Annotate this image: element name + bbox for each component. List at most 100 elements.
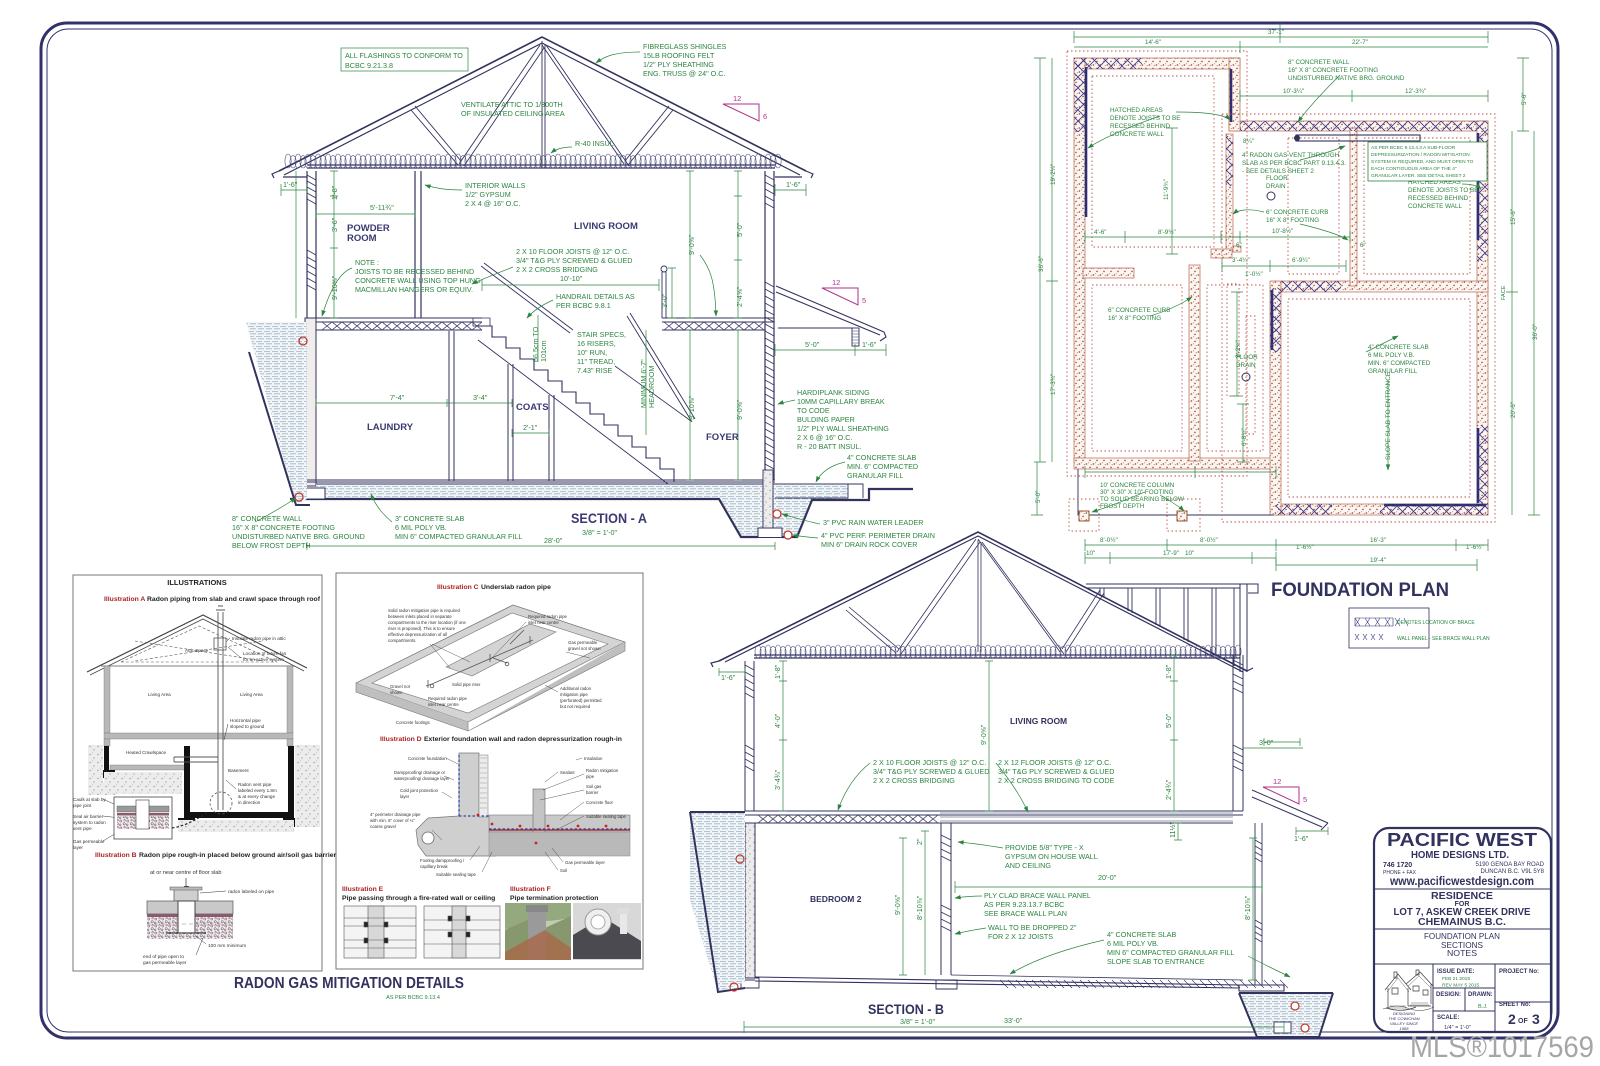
svg-text:inlet near centre: inlet near centre <box>428 702 459 707</box>
svg-text:28'-0": 28'-0" <box>544 536 563 545</box>
svg-text:barrier: barrier <box>586 790 599 795</box>
svg-text:SEE BRACE WALL PLAN: SEE BRACE WALL PLAN <box>984 909 1067 918</box>
svg-text:at or near centre of floor sla: at or near centre of floor slab <box>150 870 222 876</box>
svg-text:waterproofing/ drainage layer: waterproofing/ drainage layer <box>394 776 450 781</box>
svg-text:2 X 12 FLOOR JOISTS @ 12" O.C.: 2 X 12 FLOOR JOISTS @ 12" O.C. <box>998 758 1111 767</box>
svg-text:3'-2¾": 3'-2¾" <box>1235 340 1242 358</box>
svg-text:Gas permeable: Gas permeable <box>568 640 598 645</box>
svg-text:SLOPE SLAB TO ENTRANCE: SLOPE SLAB TO ENTRANCE <box>1107 957 1205 966</box>
svg-text:15LB ROOFING FELT: 15LB ROOFING FELT <box>643 51 715 60</box>
svg-text:FOUNDATION PLAN: FOUNDATION PLAN <box>1271 580 1449 601</box>
svg-text:746 1720: 746 1720 <box>1383 862 1412 869</box>
svg-text:30" X 30" X 10" FOOTING: 30" X 30" X 10" FOOTING <box>1100 489 1174 496</box>
svg-text:100 mm minimum: 100 mm minimum <box>208 943 246 949</box>
svg-text:Sealant: Sealant <box>560 770 575 775</box>
svg-text:12: 12 <box>733 94 741 103</box>
svg-text:5'-0": 5'-0" <box>735 222 744 237</box>
svg-text:GRANULAR FILL: GRANULAR FILL <box>1368 368 1418 375</box>
svg-text:COATS: COATS <box>516 402 549 413</box>
svg-text:(perforated) permitted: (perforated) permitted <box>560 698 602 703</box>
svg-text:3'-4¼": 3'-4¼" <box>1232 257 1250 264</box>
svg-text:compartments to the riser loca: compartments to the riser location (if o… <box>388 620 466 625</box>
svg-text:8'-0½": 8'-0½" <box>1100 536 1118 544</box>
svg-text:16" X 8" CONCRETE FOOTING: 16" X 8" CONCRETE FOOTING <box>1288 67 1378 74</box>
svg-text:Basement: Basement <box>228 768 249 773</box>
svg-text:5'-0": 5'-0" <box>805 340 820 349</box>
svg-text:TO CODE: TO CODE <box>797 406 830 415</box>
svg-text:SLOPE SLAB TO ENTRANCE: SLOPE SLAB TO ENTRANCE <box>1385 371 1392 460</box>
svg-text:with min. 6" cover of ¼": with min. 6" cover of ¼" <box>370 818 415 823</box>
svg-text:gas permeable layer: gas permeable layer <box>143 960 187 966</box>
svg-text:3/4" T&G PLY SCREWED & GLUED: 3/4" T&G PLY SCREWED & GLUED <box>516 256 632 265</box>
svg-text:2": 2" <box>915 838 924 845</box>
svg-text:6": 6" <box>1360 242 1366 249</box>
svg-text:2'-4¾": 2'-4¾" <box>1164 779 1173 800</box>
svg-text:4" CONCRETE SLAB: 4" CONCRETE SLAB <box>1107 930 1176 939</box>
svg-text:OF INSULATED CEILING AREA: OF INSULATED CEILING AREA <box>461 109 565 118</box>
svg-text:RECESSED BEHIND: RECESSED BEHIND <box>1408 195 1469 202</box>
svg-text:MIN. 6" COMPACTED: MIN. 6" COMPACTED <box>847 462 918 471</box>
svg-text:DRAIN: DRAIN <box>1266 183 1286 190</box>
svg-text:INTERIOR WALLS: INTERIOR WALLS <box>465 181 526 190</box>
svg-text:5: 5 <box>862 296 866 305</box>
svg-text:1'-6": 1'-6" <box>786 180 801 189</box>
svg-text:PER BCBC 9.8.1: PER BCBC 9.8.1 <box>556 301 611 310</box>
svg-text:4'-6": 4'-6" <box>1094 229 1107 236</box>
svg-text:9'-0⅝": 9'-0⅝" <box>687 234 696 255</box>
svg-text:10'-3¼": 10'-3¼" <box>1283 88 1304 95</box>
svg-text:22'-7": 22'-7" <box>1352 39 1368 46</box>
svg-text:1'-6": 1'-6" <box>283 180 298 189</box>
svg-text:www.pacificwestdesign.com: www.pacificwestdesign.com <box>1389 874 1534 888</box>
svg-text:11½": 11½" <box>1168 822 1177 838</box>
svg-text:Gas permeable layer: Gas permeable layer <box>565 860 605 865</box>
svg-text:labeled every 1.8m: labeled every 1.8m <box>238 788 277 793</box>
svg-text:DENOTE JOISTS TO BE: DENOTE JOISTS TO BE <box>1110 115 1180 122</box>
svg-text:FOUNDATION PLAN: FOUNDATION PLAN <box>1424 931 1500 941</box>
svg-text:RADON GAS MITIGATION DETAILS: RADON GAS MITIGATION DETAILS <box>234 975 464 992</box>
svg-text:Additional radon: Additional radon <box>560 686 592 691</box>
svg-text:VALLEY SINCE: VALLEY SINCE <box>1390 1021 1418 1026</box>
svg-text:Underslab radon pipe: Underslab radon pipe <box>481 584 551 591</box>
svg-text:MLS®1017569: MLS®1017569 <box>1410 1031 1594 1064</box>
svg-text:1'-6": 1'-6" <box>1294 834 1309 843</box>
svg-text:15'-6": 15'-6" <box>1510 209 1517 225</box>
svg-text:4" RADON GAS VENT THROUGH: 4" RADON GAS VENT THROUGH <box>1242 152 1340 159</box>
svg-text:Insulation: Insulation <box>584 756 603 761</box>
svg-text:7'-4": 7'-4" <box>390 393 405 402</box>
svg-text:Gas permeable: Gas permeable <box>73 839 105 844</box>
svg-text:BCBC 9.21.3.8: BCBC 9.21.3.8 <box>345 61 393 70</box>
svg-text:system to radon: system to radon <box>73 820 106 825</box>
svg-text:SECTIONS: SECTIONS <box>1441 940 1483 950</box>
svg-text:ENG. TRUSS @ 24" O.C.: ENG. TRUSS @ 24" O.C. <box>643 69 725 78</box>
svg-text:PACIFIC WEST: PACIFIC WEST <box>1387 830 1537 850</box>
svg-text:R-40 INSUL: R-40 INSUL <box>575 139 614 148</box>
svg-text:LOT 7, ASKEW CREEK DRIVE: LOT 7, ASKEW CREEK DRIVE <box>1394 907 1531 918</box>
svg-text:4" PVC PERF. PERIMETER DRAIN: 4" PVC PERF. PERIMETER DRAIN <box>821 531 935 540</box>
svg-text:3: 3 <box>1532 1011 1540 1027</box>
svg-text:FACE: FACE <box>1501 285 1507 300</box>
svg-text:FOR 2 X 12 JOISTS: FOR 2 X 12 JOISTS <box>988 932 1053 941</box>
svg-text:radon labeled on pipe: radon labeled on pipe <box>228 889 274 895</box>
svg-text:8'-0½": 8'-0½" <box>1200 536 1218 544</box>
svg-text:1'-8": 1'-8" <box>773 664 782 679</box>
svg-text:DUNCAN B.C. V9L 5Y8: DUNCAN B.C. V9L 5Y8 <box>1481 869 1545 875</box>
svg-text:DESIGN:: DESIGN: <box>1436 992 1461 998</box>
svg-text:CONCRETE WALL: CONCRETE WALL <box>1110 131 1164 138</box>
svg-text:MINIMUM 6'-7": MINIMUM 6'-7" <box>639 359 648 408</box>
svg-text:Soil: Soil <box>560 868 567 873</box>
svg-text:UNDISTURBED NATIVE BRG. GROUND: UNDISTURBED NATIVE BRG. GROUND <box>232 532 365 541</box>
svg-text:GYPSUM ON HOUSE WALL: GYPSUM ON HOUSE WALL <box>1005 852 1098 861</box>
svg-text:MACMILLAN HANGERS OR EQUIV.: MACMILLAN HANGERS OR EQUIV. <box>355 285 473 294</box>
svg-text:Radon pipe rough-in placed bel: Radon pipe rough-in placed below ground … <box>139 852 336 859</box>
svg-text:2 X 4 @ 16" O.C.: 2 X 4 @ 16" O.C. <box>465 199 520 208</box>
svg-text:Radon vent pipe: Radon vent pipe <box>238 782 272 787</box>
svg-text:sloped to ground: sloped to ground <box>230 724 265 729</box>
svg-text:6'-9¼": 6'-9¼" <box>1292 257 1310 264</box>
svg-text:9'-0⅝": 9'-0⅝" <box>979 724 988 745</box>
svg-text:ILLUSTRATIONS: ILLUSTRATIONS <box>167 578 226 587</box>
svg-text:20'-6": 20'-6" <box>1510 402 1517 418</box>
svg-text:MIN 6" COMPACTED GRANULAR FILL: MIN 6" COMPACTED GRANULAR FILL <box>1107 948 1234 957</box>
svg-text:HANDRAIL DETAILS AS: HANDRAIL DETAILS AS <box>556 292 635 301</box>
svg-text:9'-0⅝": 9'-0⅝" <box>893 894 902 915</box>
svg-text:DESIGNING: DESIGNING <box>1393 1011 1415 1016</box>
